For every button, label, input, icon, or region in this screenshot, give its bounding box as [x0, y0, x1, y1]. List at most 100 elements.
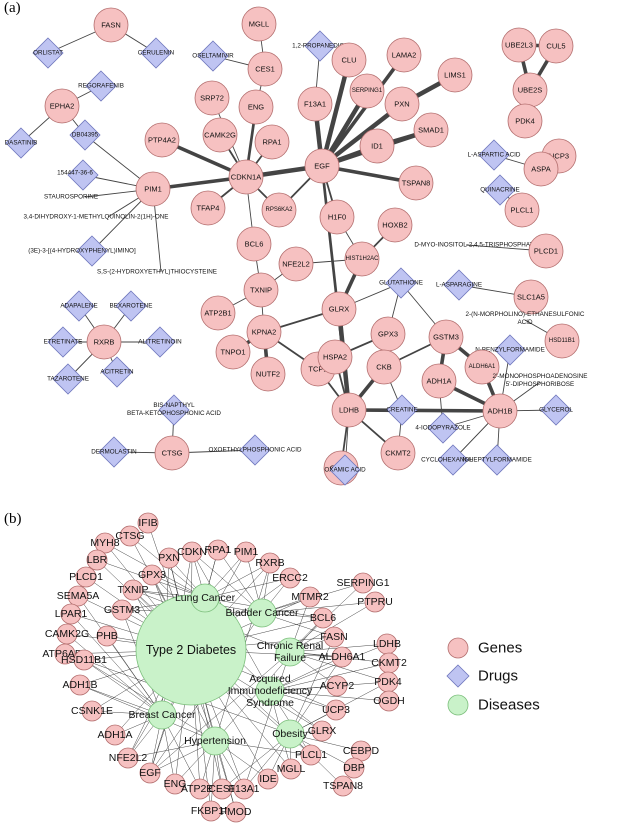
gene-label: HOXB2: [382, 221, 407, 230]
gene-circle: [352, 572, 374, 594]
drug-node-etre: ETRETINATE: [44, 326, 82, 358]
edge-b-brea-sema5a: [77, 595, 163, 716]
gene-circle: [428, 319, 464, 355]
gene-circle: [86, 549, 108, 571]
gene-node-b-pdk4: PDK4: [374, 671, 402, 693]
gene-circle: [135, 171, 171, 207]
gene-node-b-glrx: GLRX: [308, 720, 337, 742]
gene-label: PTP4A2: [148, 136, 176, 145]
gene-label: ADH1A: [97, 729, 132, 741]
gene-node-hist: HIST1H2AC: [344, 241, 380, 277]
drug-diamond: [437, 444, 469, 476]
gene-node-b-ces1: CES1: [208, 778, 236, 800]
gene-circle: [207, 539, 229, 561]
gene-circle: [278, 246, 314, 282]
gene-node-b-sema5a: SEMA5A: [57, 585, 99, 607]
gene-circle: [117, 747, 139, 769]
gene-label: CSNK1E: [71, 705, 113, 717]
edge-b-brea-lpar1: [70, 613, 163, 716]
gene-node-ces1: CES1: [247, 51, 283, 87]
disease-circle: [255, 676, 285, 706]
gene-label: EPHA2: [50, 102, 75, 111]
disease-circle: [275, 719, 305, 749]
gene-node-nfe2l2: NFE2L2: [278, 246, 314, 282]
gene-node-pxn: PXN: [384, 86, 420, 122]
drug-label: 3,4-DIHYDROXY-1-METHYLQUINOLIN-2(1H)-ONE: [24, 214, 169, 221]
gene-label: RXRB: [255, 557, 284, 569]
gene-label: LAMA2: [392, 51, 417, 60]
gene-label: GSTM3: [433, 333, 459, 342]
gene-circle: [504, 192, 540, 228]
drug-diamond: [540, 394, 572, 426]
gene-circle: [528, 233, 564, 269]
drug-label: ACITRETIN: [100, 369, 134, 376]
gene-circle: [235, 541, 257, 563]
gene-node-slc1a5: SLC1A5: [513, 279, 549, 315]
gene-node-b-cebpd: CEBPD: [343, 740, 380, 762]
panel-label-b: (b): [4, 511, 22, 527]
drug-node-stauro: STAUROSPORINE: [44, 194, 98, 201]
gene-circle: [225, 801, 247, 823]
edge-b-hype-adh1b: [79, 684, 216, 742]
gene-circle: [228, 159, 264, 195]
gene-node-b-gstm3: GSTM3: [104, 599, 140, 621]
gene-circle: [60, 603, 82, 625]
drug-diamond: [304, 30, 336, 62]
gene-circle: [154, 435, 190, 471]
disease-node-blad: Bladder Cancer: [226, 598, 299, 628]
drug-node-regorafenib: REGORAFENIB: [78, 70, 124, 102]
gene-label: PHB: [96, 630, 118, 642]
gene-node-b-ckmt2: CKMT2: [371, 652, 407, 674]
gene-circle: [211, 778, 233, 800]
gene-label: TNPO1: [220, 348, 245, 357]
drug-node-dmyo: D-MYO-INOSITOL-2,4,5-TRISPHOSPHATE: [414, 242, 537, 249]
gene-node-kpna2: KPNA2: [246, 314, 282, 350]
gene-circle: [144, 122, 180, 158]
gene-label: RPS6KA2: [265, 207, 293, 213]
drug-label: OXAMIC ACID: [324, 467, 366, 474]
drug-label: OXOETHYLPHOSPHONIC ACID: [208, 447, 302, 454]
drug-diamond: [385, 267, 417, 299]
disease-circle: [147, 700, 177, 730]
drug-node-oxoe: OXOETHYLPHOSPHONIC ACID: [208, 434, 302, 466]
drug-node-oxam: OXAMIC ACID: [324, 454, 366, 486]
gene-node-ldhb: LDHB: [331, 392, 367, 428]
gene-circle: [86, 324, 122, 360]
gene-node-gstm3: GSTM3: [428, 319, 464, 355]
gene-label: GLRX: [308, 725, 337, 737]
drug-node-hydph: (3E)-3-[(4-HYDROXYPHENYL)IMINO]: [28, 235, 136, 267]
gene-circle: [69, 674, 91, 696]
gene-node-txnip: TXNIP: [243, 272, 279, 308]
drug-label: DERMOLASTIN: [91, 449, 137, 456]
gene-circle: [507, 103, 543, 139]
drug-label: ORLISTAT: [33, 50, 63, 57]
gene-node-b-rpa1: RPA1: [205, 539, 231, 561]
disease-node-obes: Obesity: [272, 719, 309, 749]
gene-node-adh1a: ADH1A: [421, 363, 457, 399]
gene-label: GSTM3: [104, 604, 140, 616]
gene-node-b-ptpru: PTPRU: [357, 591, 393, 613]
gene-node-cdkn1a: CDKN1A: [228, 159, 264, 195]
gene-circle: [81, 700, 103, 722]
drug-diamond: [484, 174, 516, 206]
gene-label: UBE2L3: [505, 41, 533, 50]
gene-circle: [321, 291, 357, 327]
gene-circle: [93, 7, 129, 43]
gene-label: CEBPD: [343, 745, 380, 757]
gene-label: LBR: [87, 554, 108, 566]
gene-label: LPAR1: [55, 608, 88, 620]
drug-label: TAZAROTENE: [47, 376, 89, 383]
edge-b-crf-egf: [149, 651, 291, 774]
gene-label: PLCL1: [511, 206, 534, 215]
gene-node-b-nfe2l2: NFE2L2: [109, 747, 147, 769]
gene-circle: [111, 599, 133, 621]
drug-node-quin: QUINACRINE: [480, 174, 520, 206]
gene-circle: [44, 88, 80, 124]
gene-node-b-f13a1: F13A1: [229, 778, 260, 800]
edge-b-blad-cdkn: [191, 551, 263, 614]
gene-circle: [421, 363, 457, 399]
gene-circle: [359, 128, 395, 164]
